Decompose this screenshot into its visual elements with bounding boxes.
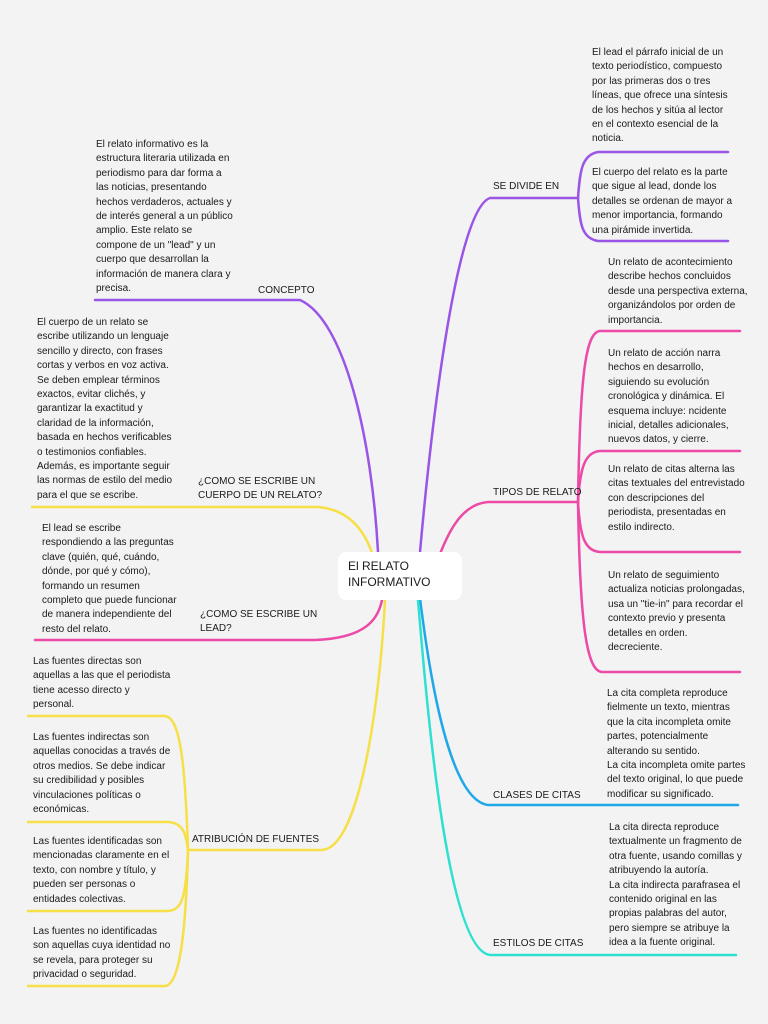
branch-label-lead[interactable]: ¿COMO SE ESCRIBE UN LEAD? <box>200 609 318 634</box>
fuente-no-identificada-text: Las fuentes no identificadas son aquella… <box>33 926 171 981</box>
branch-label-cuerpo[interactable]: ¿COMO SE ESCRIBE UN CUERPO DE UN RELATO? <box>198 476 323 501</box>
connector-concepto <box>93 298 380 554</box>
fuente-indirecta-text: Las fuentes indirectas son aquellas cono… <box>33 732 171 816</box>
connector-fuentes <box>186 598 387 852</box>
connector-fuente-2 <box>26 820 190 852</box>
connector-se-divide-en <box>418 196 580 554</box>
connector-fuente-1 <box>26 714 190 852</box>
branch-label-se-divide-en[interactable]: SE DIVIDE EN <box>493 181 560 192</box>
branch-label-clases[interactable]: CLASES DE CITAS <box>493 790 581 801</box>
connector-lead-part <box>576 150 730 200</box>
lead-text: El lead se escribe respondiendo a las pr… <box>42 523 177 635</box>
tipo-accion-text: Un relato de acción narra hechos en desa… <box>608 348 729 446</box>
concepto-text: El relato informativo es la estructura l… <box>96 139 233 295</box>
fuente-directa-text: Las fuentes directas son aquellas a las … <box>33 656 171 711</box>
connector-tipo-4 <box>576 500 742 674</box>
connector-lead <box>33 598 384 642</box>
tipo-seguimiento-text: Un relato de seguimiento actualiza notic… <box>608 570 745 654</box>
clases-citas-text: La cita completa reproduce fielmente un … <box>607 688 746 800</box>
tipo-acontecimiento-text: Un relato de acontecimiento describe hec… <box>608 257 748 326</box>
connector-clases <box>418 596 740 807</box>
body-part-text: El cuerpo del relato es la parte que sig… <box>592 167 733 236</box>
branch-label-fuentes[interactable]: ATRIBUCIÓN DE FUENTES <box>192 834 320 845</box>
branch-label-concepto[interactable]: CONCEPTO <box>258 285 315 296</box>
connector-fuente-4 <box>26 848 190 988</box>
tipo-citas-text: Un relato de citas alterna las citas tex… <box>608 464 745 533</box>
branch-label-tipos[interactable]: TIPOS DE RELATO <box>493 487 582 498</box>
connector-tipo-1 <box>576 329 742 504</box>
central-topic[interactable]: El RELATO INFORMATIVO <box>338 552 462 600</box>
estilos-citas-text: La cita directa reproduce textualmente u… <box>609 822 742 949</box>
branch-label-estilos[interactable]: ESTILOS DE CITAS <box>493 938 584 949</box>
connector-body-part <box>576 196 730 243</box>
connector-estilos <box>416 598 738 957</box>
cuerpo-text: El cuerpo de un relato se escribe utiliz… <box>37 317 173 501</box>
central-topic-title: El RELATO INFORMATIVO <box>348 559 431 589</box>
lead-part-text: El lead el párrafo inicial de un texto p… <box>592 47 728 145</box>
fuente-identificada-text: Las fuentes identificadas son mencionada… <box>33 836 170 905</box>
connector-tipo-2 <box>576 449 742 504</box>
